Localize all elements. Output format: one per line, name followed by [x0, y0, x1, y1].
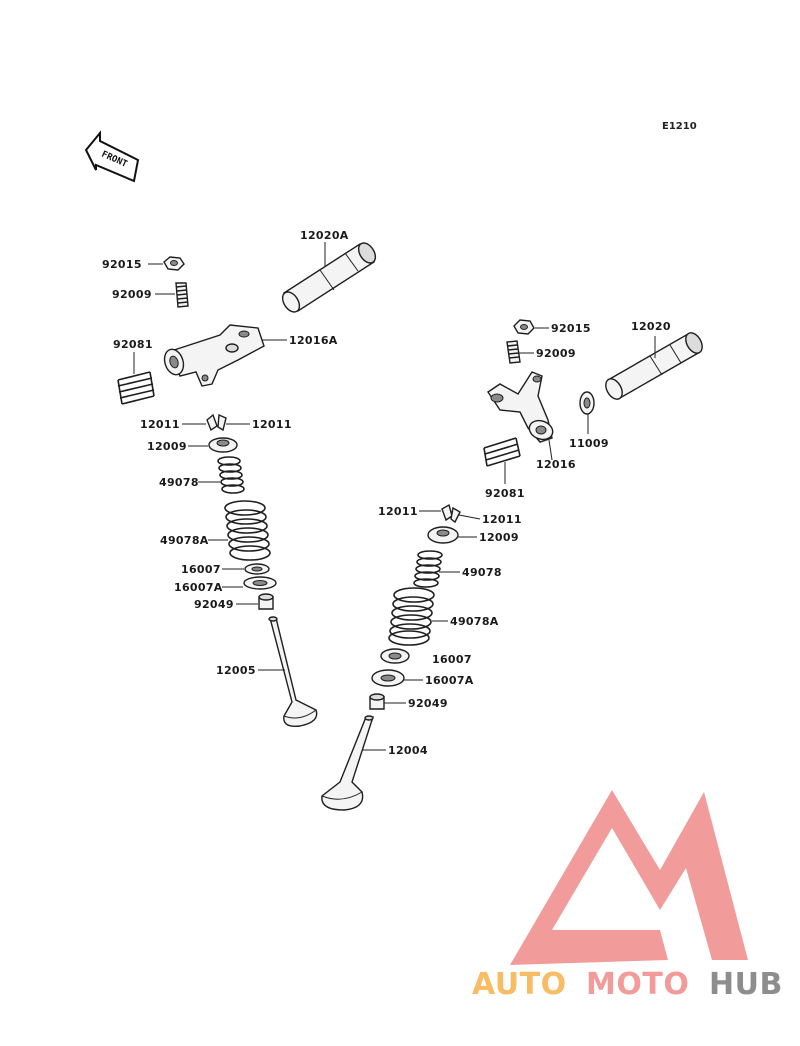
- spring-92081-right: [483, 437, 521, 467]
- washer-11009: [579, 391, 595, 415]
- label-16007-left: 16007: [181, 563, 221, 576]
- logo-text-moto: MOTO: [586, 967, 689, 1002]
- label-16007-right: 16007: [432, 653, 472, 666]
- collets-12011-right: [441, 503, 461, 524]
- label-12011-right-b: 12011: [482, 513, 522, 526]
- label-92009-left: 92009: [112, 288, 152, 301]
- spring-49078A-right: [388, 587, 435, 646]
- retainer-12009-left: [208, 437, 238, 453]
- rocker-arm-12016: [487, 371, 554, 443]
- label-92015-left: 92015: [102, 258, 142, 271]
- label-12011-left-a: 12011: [140, 418, 180, 431]
- logo-text-auto: AUTO: [472, 967, 567, 1002]
- label-12011-right-a: 12011: [378, 505, 418, 518]
- label-49078A-right: 49078A: [450, 615, 499, 628]
- rocker-arm-12016A: [163, 324, 265, 387]
- label-11009: 11009: [569, 437, 609, 450]
- label-49078-left: 49078: [159, 476, 199, 489]
- spring-49078A-left: [224, 500, 271, 561]
- label-16007A-right: 16007A: [425, 674, 474, 687]
- label-92049-right: 92049: [408, 697, 448, 710]
- label-92015-right: 92015: [551, 322, 591, 335]
- label-12016: 12016: [536, 458, 576, 471]
- label-12020: 12020: [631, 320, 671, 333]
- spring-92081-left: [117, 371, 155, 405]
- oil-seal-92049-left: [258, 593, 274, 610]
- collets-12011-left: [206, 413, 227, 432]
- spring-49078-right: [413, 550, 443, 588]
- valve-12004: [321, 715, 374, 811]
- label-16007A-left: 16007A: [174, 581, 223, 594]
- label-49078A-left: 49078A: [160, 534, 209, 547]
- seat-16007-right: [380, 648, 410, 664]
- label-49078-right: 49078: [462, 566, 502, 579]
- retainer-12009-right: [427, 526, 459, 544]
- label-92049-left: 92049: [194, 598, 234, 611]
- label-12009-right: 12009: [479, 531, 519, 544]
- rocker-shaft-12020A: [281, 242, 377, 313]
- logo-text-hub: HUB: [709, 967, 783, 1002]
- label-92081-right: 92081: [485, 487, 525, 500]
- label-12009-left: 12009: [147, 440, 187, 453]
- label-12004: 12004: [388, 744, 428, 757]
- seat-16007A-right: [371, 669, 405, 687]
- diagram-code: E1210: [662, 121, 697, 132]
- rocker-shaft-12020: [605, 332, 703, 400]
- label-12020A: 12020A: [300, 229, 349, 242]
- front-arrow-icon: FRONT: [84, 130, 140, 183]
- screw-92009-right: [506, 340, 521, 364]
- seat-16007-left: [244, 563, 270, 575]
- spring-49078-left: [217, 456, 245, 494]
- screw-92009-left: [175, 282, 189, 308]
- valve-12005: [268, 616, 318, 727]
- seat-16007A-left: [243, 576, 277, 590]
- nut-92015-left: [163, 256, 185, 271]
- label-12005: 12005: [216, 664, 256, 677]
- automotohub-logo: AUTO MOTO HUB: [472, 790, 783, 1002]
- label-12011-left-b: 12011: [252, 418, 292, 431]
- oil-seal-92049-right: [369, 693, 385, 710]
- label-12016A: 12016A: [289, 334, 338, 347]
- label-92009-right: 92009: [536, 347, 576, 360]
- nut-92015-right: [513, 319, 535, 335]
- label-92081-left: 92081: [113, 338, 153, 351]
